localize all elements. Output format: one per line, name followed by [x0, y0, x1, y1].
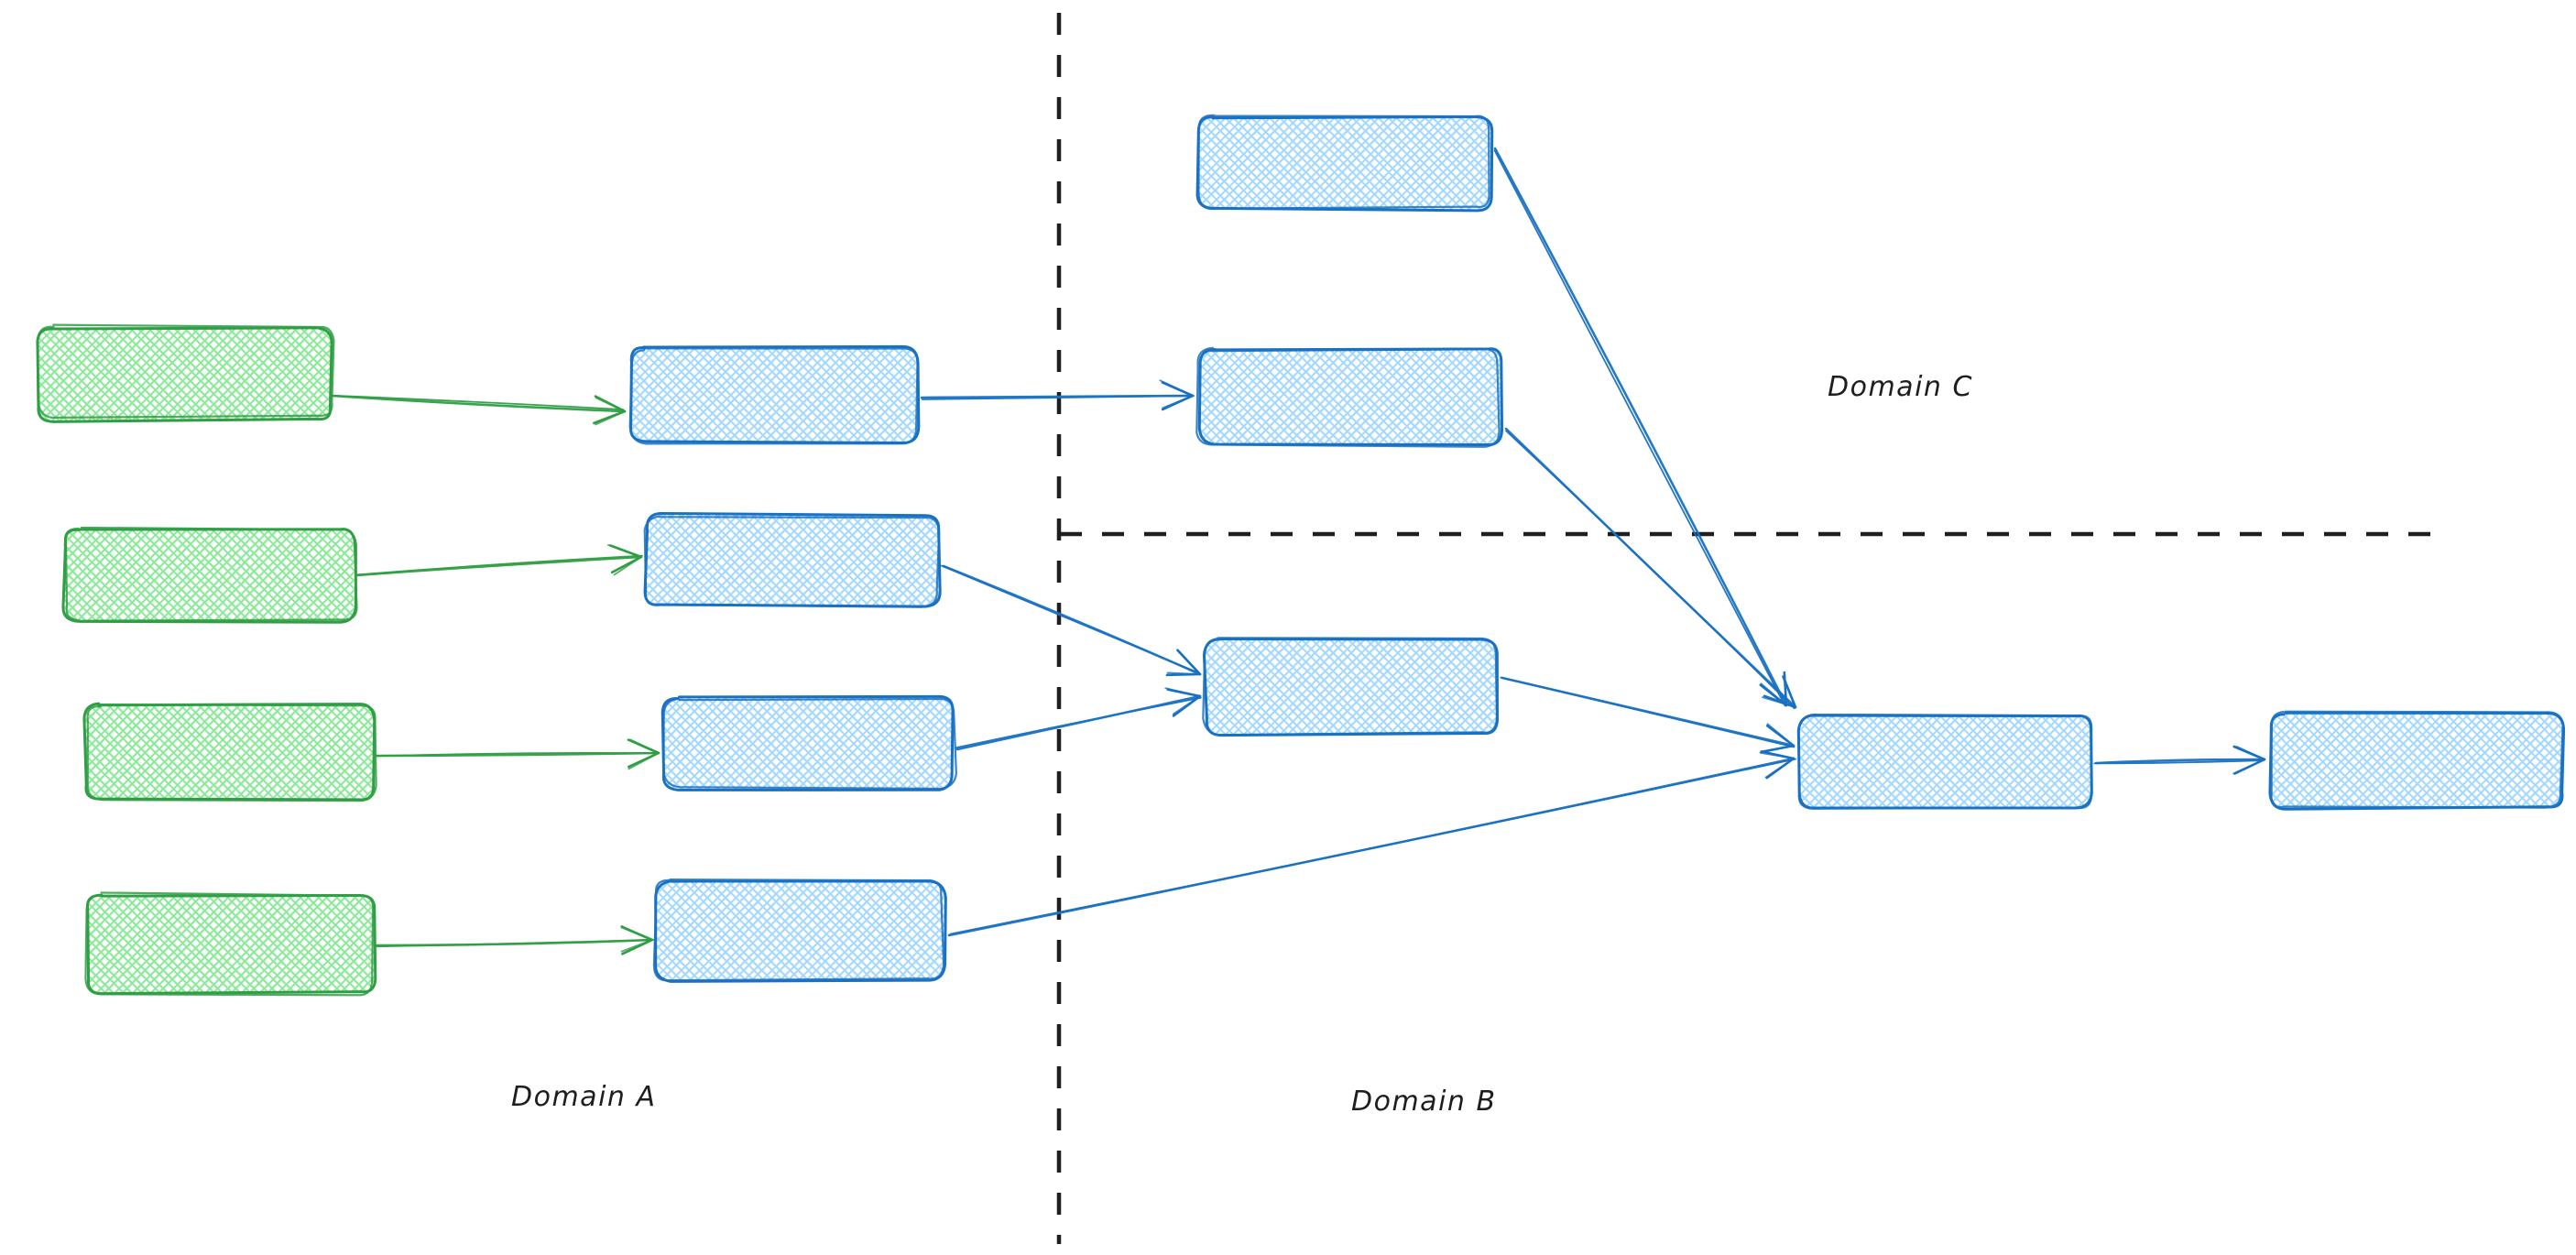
node-d2[interactable] [2268, 710, 2566, 811]
node-c3[interactable] [1202, 637, 1499, 737]
node-b1[interactable] [628, 344, 921, 445]
edge-a1-b1 [329, 394, 627, 426]
node-d1[interactable] [1796, 713, 2093, 810]
node-b4[interactable] [652, 878, 947, 983]
edge-d1-d2 [2093, 745, 2266, 775]
node-a1[interactable] [36, 323, 335, 423]
node-c1[interactable] [1195, 114, 1494, 213]
edge-a4-b4 [375, 924, 654, 955]
node-a3[interactable] [82, 702, 377, 802]
edge-a2-b2 [355, 544, 643, 577]
node-a4[interactable] [84, 891, 377, 997]
edge-c2-d1 [1504, 427, 1797, 710]
node-a2[interactable] [61, 526, 358, 624]
edge-c3-d1 [1500, 676, 1796, 754]
nodes-layer [36, 114, 2566, 997]
edge-b3-c3 [955, 687, 1202, 751]
node-c2[interactable] [1195, 346, 1504, 448]
edge-b1-c2 [920, 379, 1195, 411]
label-domain-a: Domain A [511, 1081, 657, 1113]
node-b2[interactable] [643, 511, 942, 608]
node-b3[interactable] [660, 694, 957, 791]
edge-c1-d1 [1493, 147, 1788, 707]
edge-b4-d1 [947, 750, 1796, 937]
dividers-layer [1056, 13, 2448, 1244]
edges-layer [329, 147, 2266, 955]
edge-a3-b3 [375, 738, 660, 770]
edge-b2-c3 [940, 564, 1202, 677]
label-domain-b: Domain B [1351, 1086, 1497, 1118]
label-domain-c: Domain C [1828, 371, 1973, 403]
